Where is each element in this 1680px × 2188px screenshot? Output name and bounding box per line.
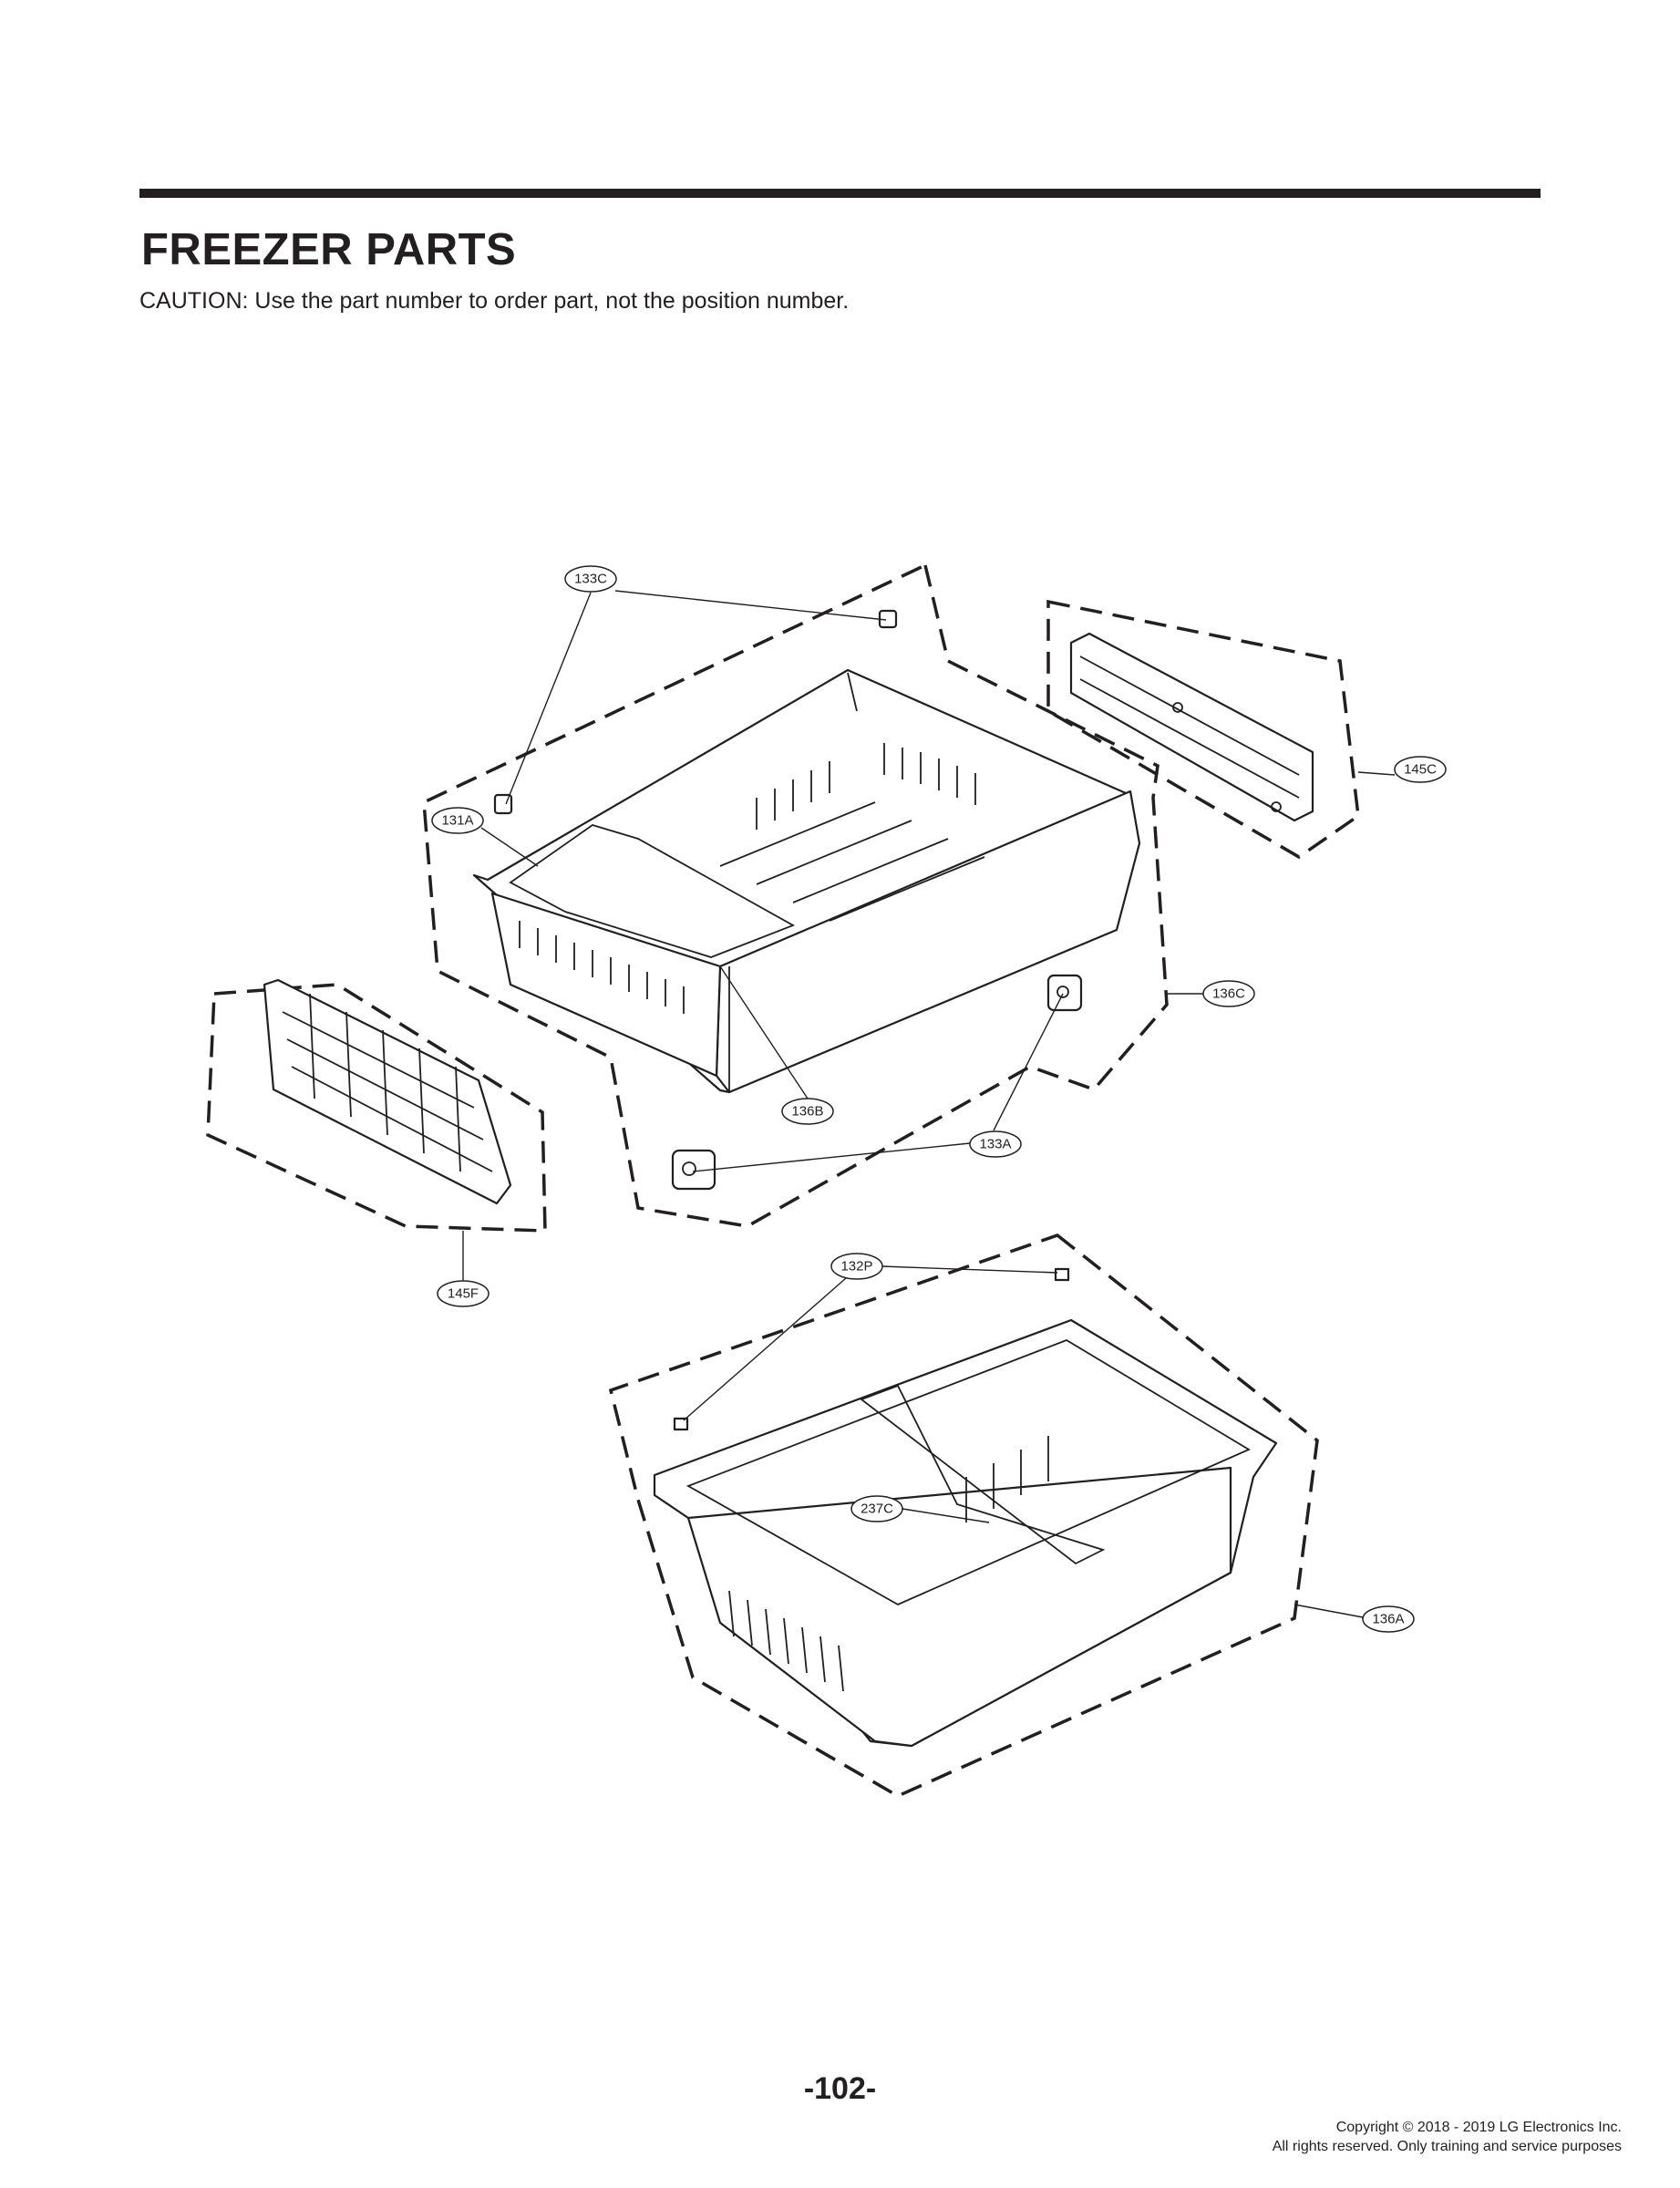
page-number: -102- (803, 2071, 877, 2106)
callout-label: 132P (840, 1259, 872, 1275)
copyright-line-2: All rights reserved. Only training and s… (1272, 2139, 1622, 2154)
callout-136c: 136C (1202, 980, 1255, 1007)
callout-label: 136C (1212, 986, 1245, 1002)
callout-131a: 131A (431, 807, 484, 834)
upper-drawer-group-boundary (422, 562, 1169, 1228)
callout-label: 133C (574, 572, 607, 587)
callout-237c: 237C (850, 1495, 903, 1522)
rail-145c-group-boundary (1046, 599, 1360, 860)
callout-136b: 136B (781, 1098, 834, 1125)
drawer-floor-ribs (719, 801, 985, 922)
lower-basket (653, 1318, 1278, 1748)
rail-145f-group-boundary (206, 983, 547, 1233)
callout-label: 136B (791, 1104, 823, 1120)
part-132p-left (673, 1417, 689, 1431)
drawer-side-vents (519, 921, 685, 1014)
callout-label: 133A (979, 1137, 1011, 1152)
callout-label: 145F (448, 1286, 479, 1302)
rail-145c (1069, 632, 1314, 822)
callout-145f: 145F (437, 1280, 490, 1307)
callout-label: 131A (441, 813, 473, 829)
copyright-line-1: Copyright © 2018 - 2019 LG Electronics I… (1335, 2120, 1622, 2135)
callout-label: 145C (1404, 762, 1437, 778)
page-title: FREEZER PARTS (141, 225, 517, 274)
caution-note: CAUTION: Use the part number to order pa… (139, 288, 850, 314)
upper-drawer (472, 668, 1141, 1094)
copyright-notice: Copyright © 2018 - 2019 LG Electronics I… (1273, 2118, 1622, 2156)
lower-basket-group-boundary (608, 1233, 1319, 1798)
part-132p-right (1054, 1267, 1070, 1282)
leader-lines (462, 590, 1396, 1618)
callout-label: 237C (861, 1502, 893, 1517)
callout-132p: 132P (830, 1253, 883, 1280)
callout-label: 136A (1372, 1612, 1404, 1627)
roller-133a-right (1046, 974, 1083, 1012)
callout-133a: 133A (969, 1130, 1022, 1158)
callout-136a: 136A (1362, 1605, 1415, 1633)
callout-145c: 145C (1394, 756, 1447, 783)
header-rule (139, 189, 1541, 198)
rail-145f (263, 978, 512, 1205)
basket-vents (728, 1436, 1049, 1692)
drawer-back-vents (756, 743, 976, 830)
callout-133c: 133C (564, 565, 617, 593)
